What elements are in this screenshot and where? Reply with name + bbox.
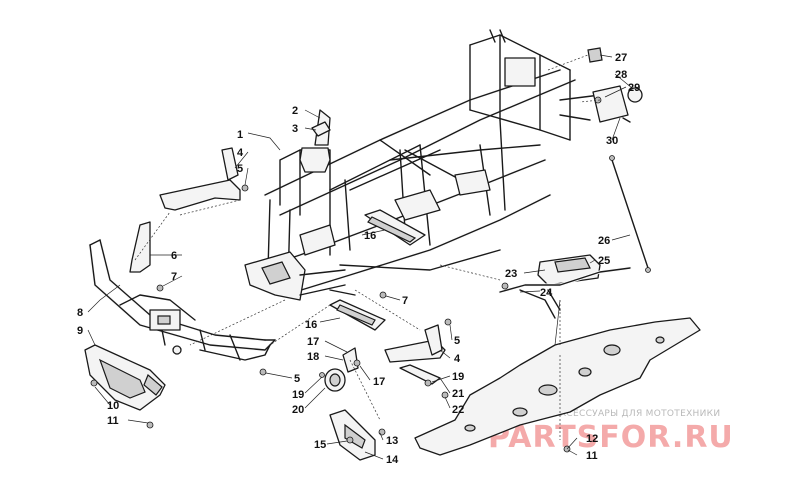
rear-step-bracket — [498, 254, 632, 319]
callout-19: 19 — [452, 371, 464, 383]
callout-25: 25 — [598, 255, 610, 267]
callout-4: 4 — [454, 353, 461, 365]
callout-16: 16 — [364, 230, 376, 242]
watermark-brand: PARTSFOR.RU — [488, 420, 734, 455]
callout-5: 5 — [237, 163, 243, 175]
front-bumper — [88, 238, 277, 361]
callout-30: 30 — [606, 135, 618, 147]
callout-11: 11 — [107, 415, 119, 427]
fasteners — [90, 184, 571, 453]
callout-21: 21 — [452, 388, 464, 400]
callout-27: 27 — [615, 52, 627, 64]
watermark: ЗАПЧАСТИ И АКСЕССУАРЫ ДЛЯ МОТОТЕХНИКИ PA… — [488, 409, 734, 455]
bracket-13-14 — [329, 409, 376, 461]
bracket-6 — [129, 221, 151, 273]
roller-assembly — [319, 347, 359, 392]
callout-22: 22 — [452, 404, 464, 416]
callout-12: 12 — [586, 433, 598, 445]
footrest-front — [329, 299, 386, 331]
callout-17: 17 — [307, 336, 319, 348]
bracket-4-middle — [384, 324, 446, 363]
callout-15: 15 — [314, 439, 326, 451]
rod-26 — [609, 155, 651, 273]
callout-19: 19 — [292, 389, 304, 401]
callout-7: 7 — [171, 271, 177, 283]
bracket-2-3 — [311, 121, 331, 137]
callout-24: 24 — [540, 287, 553, 299]
callout-10: 10 — [107, 400, 119, 412]
callout-3: 3 — [292, 123, 298, 135]
callout-5: 5 — [454, 335, 460, 347]
callout-18: 18 — [307, 351, 319, 363]
callout-5: 5 — [294, 373, 300, 385]
callout-9: 9 — [77, 325, 83, 337]
footrest-rear — [364, 209, 426, 246]
callout-20: 20 — [292, 404, 304, 416]
leader-lines — [87, 54, 633, 460]
callouts: 1 2 3 4 5 6 7 8 9 10 11 16 7 16 17 18 5 … — [77, 52, 640, 466]
callout-16: 16 — [305, 319, 317, 331]
callout-17: 17 — [373, 376, 385, 388]
callout-11: 11 — [586, 450, 598, 462]
watermark-subtitle: ЗАПЧАСТИ И АКСЕССУАРЫ ДЛЯ МОТОТЕХНИКИ — [488, 409, 720, 419]
bracket-4-front — [159, 147, 241, 211]
callout-1: 1 — [237, 129, 243, 141]
callout-13: 13 — [386, 435, 398, 447]
callout-6: 6 — [171, 250, 177, 262]
skid-plate — [414, 299, 701, 456]
callout-8: 8 — [77, 307, 83, 319]
callout-4: 4 — [237, 147, 244, 159]
callout-14: 14 — [386, 454, 399, 466]
callout-29: 29 — [628, 82, 640, 94]
callout-26: 26 — [598, 235, 610, 247]
callout-23: 23 — [505, 268, 517, 280]
front-skid-guard — [84, 344, 166, 411]
callout-2: 2 — [292, 105, 298, 117]
main-frame — [244, 29, 601, 301]
callout-7: 7 — [402, 295, 408, 307]
callout-28: 28 — [615, 69, 627, 81]
